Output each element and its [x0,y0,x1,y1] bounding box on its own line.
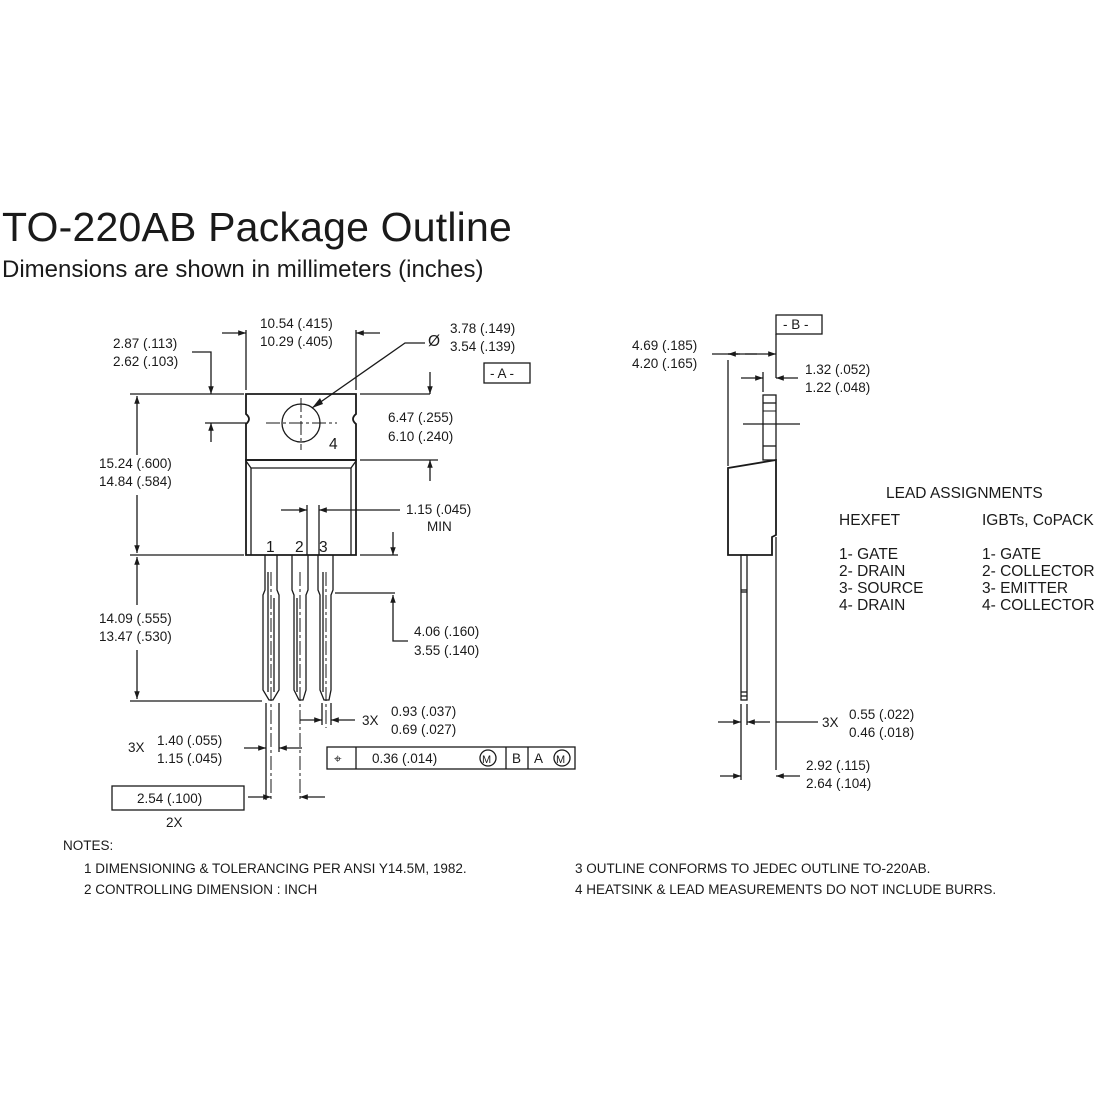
shoulder-width-max: 1.40 (.055) [157,733,222,748]
tab-width-min: 10.29 (.405) [260,334,333,349]
overall-height-max: 15.24 (.600) [99,456,172,471]
hole-diameter-max: 3.78 (.149) [450,321,515,336]
pitch-box [111,785,245,811]
fcf-modifier: M [482,754,491,766]
tab-top-max: 2.87 (.113) [113,336,177,351]
lead-offset-max: 2.92 (.115) [806,758,870,773]
datum-a-box [483,362,531,384]
lead-pitch-count: 2X [166,815,183,830]
pin-label-4: 4 [329,436,338,453]
lead-2 [291,555,309,800]
shoulder-width-min: 1.15 (.045) [157,751,222,766]
tab-thickness-min: 1.22 (.048) [805,380,870,395]
shoulder-width-count: 3X [128,740,145,755]
lead-shoulder-max: 4.06 (.160) [414,624,479,639]
note-2: 2 CONTROLLING DIMENSION : INCH [84,882,317,897]
tab-width-max: 10.54 (.415) [260,316,333,331]
fcf-datum-2: A [534,751,543,766]
igbt-lead-4: 4- COLLECTOR [982,597,1095,614]
lead-spacing-note: MIN [427,519,452,534]
fcf-datum-1: B [512,751,521,766]
diameter-symbol: Ø [428,333,440,350]
lead-pitch-value: 2.54 (.100) [137,791,202,806]
pin-label-2: 2 [295,539,304,556]
lead-width-count: 3X [362,713,379,728]
fcf-datum-2-modifier: M [556,754,565,766]
lead-length-max: 14.09 (.555) [99,611,172,626]
lead-spacing-value: 1.15 (.045) [406,502,471,517]
pin-label-3: 3 [319,539,328,556]
hexfet-header: HEXFET [839,512,901,529]
side-thickness-min: 4.20 (.165) [632,356,697,371]
hole-to-body-max: 6.47 (.255) [388,410,453,425]
igbt-header: IGBTs, CoPACK [982,512,1094,529]
feature-control-frame: ⌖ 0.36 (.014) M B A M [326,746,576,770]
igbt-lead-2: 2- COLLECTOR [982,563,1095,580]
igbt-lead-3: 3- EMITTER [982,580,1068,597]
hexfet-lead-1: 1- GATE [839,546,898,563]
tab-thickness-max: 1.32 (.052) [805,362,870,377]
overall-height-min: 14.84 (.584) [99,474,172,489]
page-title: TO-220AB Package Outline [2,204,512,250]
lead-offset-min: 2.64 (.104) [806,776,871,791]
hole-diameter-min: 3.54 (.139) [450,339,515,354]
hexfet-lead-2: 2- DRAIN [839,563,905,580]
datum-b-label: - B - [783,317,809,332]
hexfet-lead-4: 4- DRAIN [839,597,905,614]
igbt-lead-1: 1- GATE [982,546,1041,563]
lead-assignments-title: LEAD ASSIGNMENTS [886,485,1043,502]
lead-3 [317,555,334,728]
side-thickness-max: 4.69 (.185) [632,338,697,353]
notes-title: NOTES: [63,838,113,853]
lead-length-min: 13.47 (.530) [99,629,172,644]
page-subtitle: Dimensions are shown in millimeters (inc… [2,256,484,283]
note-3: 3 OUTLINE CONFORMS TO JEDEC OUTLINE TO-2… [575,861,930,876]
pin-label-1: 1 [266,539,275,556]
fcf-tolerance: 0.36 (.014) [372,751,437,766]
hole-to-body-min: 6.10 (.240) [388,429,453,444]
datum-a-label: - A - [490,366,514,381]
lead-thickness-count: 3X [822,715,839,730]
lead-thickness-min: 0.46 (.018) [849,725,914,740]
lead-width-max: 0.93 (.037) [391,704,456,719]
body-outline [245,459,357,556]
lead-thickness-max: 0.55 (.022) [849,707,914,722]
lead-width-min: 0.69 (.027) [391,722,456,737]
front-view: 4 1 2 3 10.54 (.415) [99,316,576,830]
note-1: 1 DIMENSIONING & TOLERANCING PER ANSI Y1… [84,861,467,876]
datum-b-box [775,314,823,335]
lead-shoulder-min: 3.55 (.140) [414,643,479,658]
note-4: 4 HEATSINK & LEAD MEASUREMENTS DO NOT IN… [575,882,996,897]
lead-assignments: LEAD ASSIGNMENTS HEXFET IGBTs, CoPACK 1-… [839,485,1095,614]
hexfet-lead-3: 3- SOURCE [839,580,923,597]
notes: NOTES: 1 DIMENSIONING & TOLERANCING PER … [63,838,996,897]
tab-top-min: 2.62 (.103) [113,354,178,369]
position-symbol-icon: ⌖ [334,751,342,766]
lead-1 [262,555,280,800]
side-view: - B - 4.69 (.185) 4.20 (.165) 1.32 (.052… [632,314,914,791]
